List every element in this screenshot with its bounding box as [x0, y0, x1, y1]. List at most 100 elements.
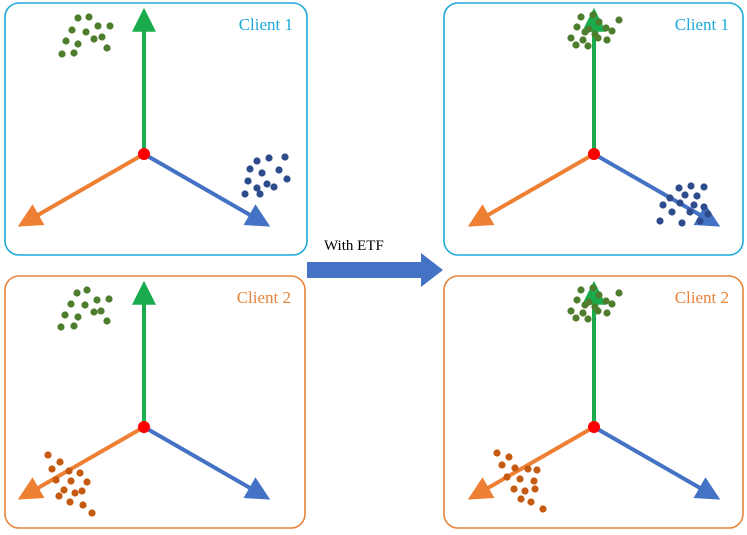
feature-point — [67, 477, 75, 485]
feature-point — [275, 166, 283, 174]
feature-point — [603, 309, 611, 317]
feature-point — [678, 219, 686, 227]
axis-right-arrow — [593, 152, 721, 227]
axis-left-arrow — [17, 425, 145, 500]
panel-title: Client 1 — [675, 15, 729, 34]
feature-point — [61, 311, 69, 319]
origin-point — [588, 148, 600, 160]
feature-point — [584, 42, 592, 50]
feature-point — [270, 183, 278, 191]
feature-point — [246, 165, 254, 173]
feature-point — [704, 210, 712, 218]
feature-point — [74, 313, 82, 321]
feature-point — [62, 37, 70, 45]
feature-point — [700, 203, 708, 211]
feature-point — [58, 50, 66, 58]
feature-point — [105, 295, 113, 303]
feature-point — [74, 14, 82, 22]
panel-frame — [4, 275, 306, 529]
feature-point — [81, 301, 89, 309]
feature-point — [572, 41, 580, 49]
feature-cluster — [656, 182, 712, 227]
feature-point — [567, 307, 575, 315]
feature-point — [675, 184, 683, 192]
feature-point — [589, 284, 597, 292]
feature-point — [106, 22, 114, 30]
feature-point — [83, 286, 91, 294]
feature-point — [521, 487, 529, 495]
feature-point — [283, 175, 291, 183]
feature-point — [97, 307, 105, 315]
panel-client2-after: Client 2 — [443, 275, 744, 529]
feature-point — [90, 308, 98, 316]
feature-point — [103, 317, 111, 325]
panel-client2-before: Client 2 — [4, 275, 306, 529]
feature-point — [70, 322, 78, 330]
feature-point — [594, 307, 602, 315]
feature-point — [656, 217, 664, 225]
axis-left-arrow — [467, 425, 595, 500]
feature-point — [696, 217, 704, 225]
feature-point — [505, 453, 513, 461]
feature-point — [524, 465, 532, 473]
feature-point — [55, 492, 63, 500]
feature-point — [70, 49, 78, 57]
feature-point — [71, 489, 79, 497]
feature-point — [595, 18, 603, 26]
feature-point — [581, 301, 589, 309]
feature-point — [93, 296, 101, 304]
feature-point — [581, 28, 589, 36]
feature-point — [265, 154, 273, 162]
feature-point — [103, 44, 111, 52]
feature-cluster — [567, 284, 623, 323]
feature-point — [78, 487, 86, 495]
feature-point — [594, 34, 602, 42]
axis-left-arrow — [17, 152, 145, 227]
axis-left-arrow — [467, 152, 595, 227]
feature-point — [589, 11, 597, 19]
transform-label: With ETF — [324, 238, 384, 254]
feature-point — [579, 36, 587, 44]
feature-point — [615, 16, 623, 24]
axis-right-arrow — [143, 152, 271, 227]
feature-cluster — [493, 449, 547, 513]
feature-point — [79, 501, 87, 509]
feature-point — [700, 183, 708, 191]
feature-point — [676, 199, 684, 207]
panel-client1-before: Client 1 — [4, 2, 308, 256]
origin-point — [588, 421, 600, 433]
feature-point — [693, 192, 701, 200]
feature-point — [687, 182, 695, 190]
feature-point — [516, 475, 524, 483]
feature-point — [281, 153, 289, 161]
transform-arrow — [307, 253, 443, 287]
feature-point — [82, 28, 90, 36]
feature-point — [602, 297, 610, 305]
feature-point — [533, 466, 541, 474]
feature-point — [530, 477, 538, 485]
feature-point — [48, 465, 56, 473]
origin-point — [138, 148, 150, 160]
feature-point — [527, 498, 535, 506]
feature-point — [668, 208, 676, 216]
feature-point — [90, 35, 98, 43]
feature-point — [60, 486, 68, 494]
feature-point — [666, 194, 674, 202]
feature-point — [98, 33, 106, 41]
feature-point — [493, 449, 501, 457]
feature-point — [258, 169, 266, 177]
feature-point — [608, 27, 616, 35]
feature-point — [498, 461, 506, 469]
feature-point — [76, 469, 84, 477]
axis-right-arrow — [143, 425, 271, 500]
feature-point — [579, 309, 587, 317]
feature-point — [44, 451, 52, 459]
feature-point — [74, 40, 82, 48]
feature-point — [52, 476, 60, 484]
panel-title: Client 1 — [239, 15, 293, 34]
feature-point — [244, 177, 252, 185]
origin-point — [138, 421, 150, 433]
feature-point — [57, 323, 65, 331]
feature-point — [88, 509, 96, 517]
